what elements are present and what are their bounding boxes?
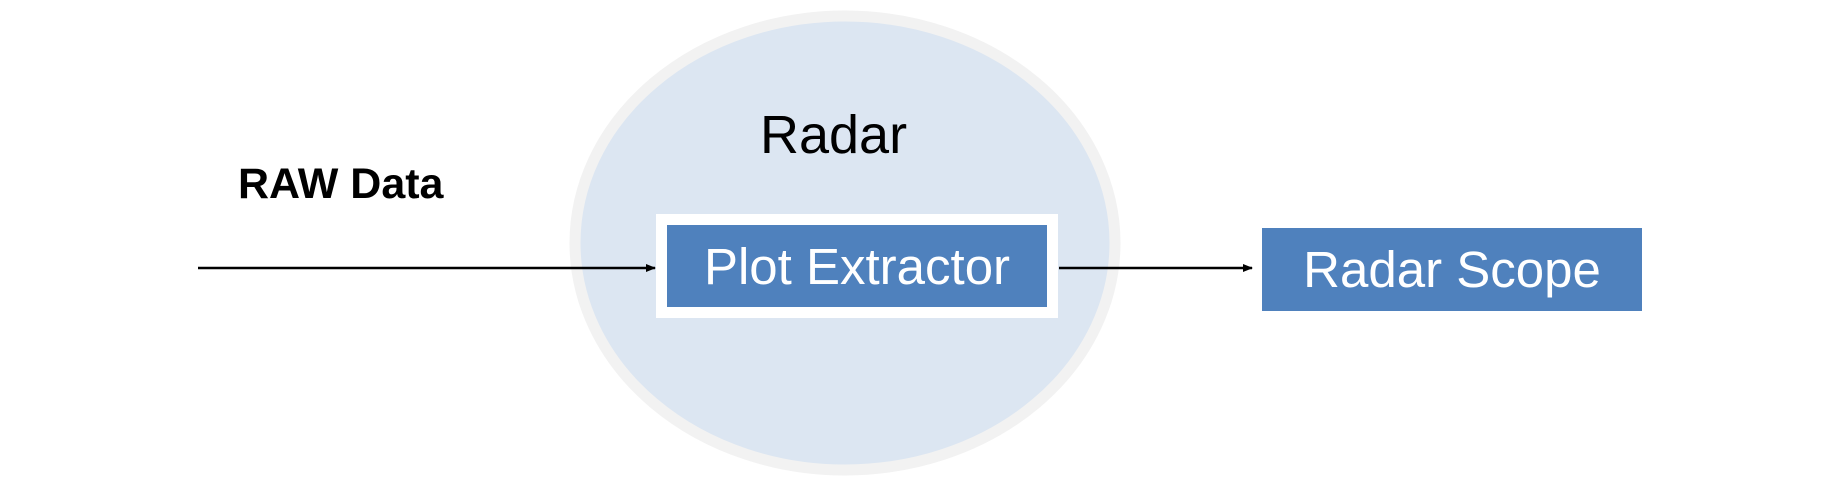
radar-label: Radar bbox=[760, 105, 908, 165]
radar-scope-box: Radar Scope bbox=[1262, 228, 1642, 311]
raw-data-label: RAW Data bbox=[238, 160, 444, 208]
plot-extractor-box: Plot Extractor bbox=[656, 214, 1058, 318]
radar-scope-label: Radar Scope bbox=[1303, 241, 1601, 298]
plot-extractor-label: Plot Extractor bbox=[703, 237, 1011, 295]
